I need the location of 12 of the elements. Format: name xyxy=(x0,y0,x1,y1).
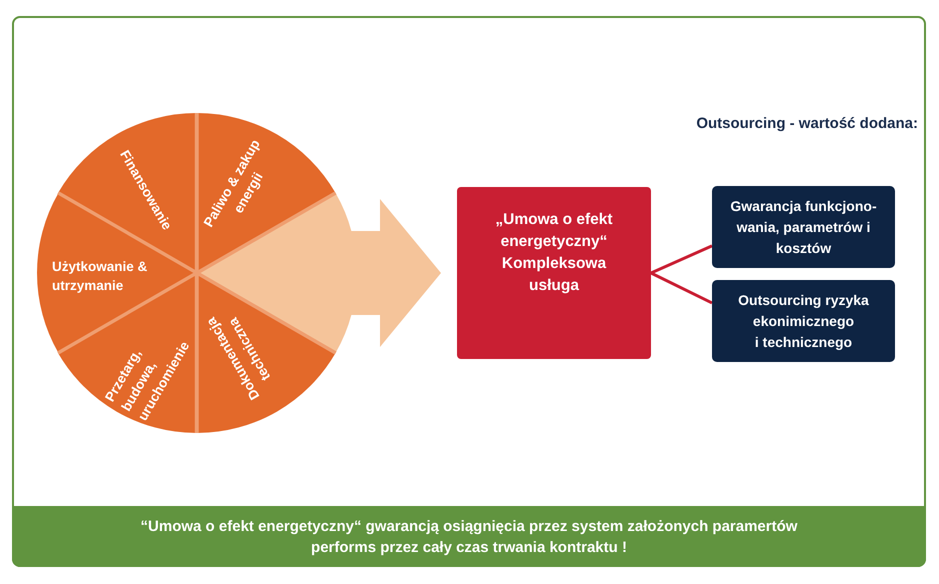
benefit-box xyxy=(712,186,895,268)
summary-banner xyxy=(12,506,926,567)
slice-label: Użytkowanie & utrzymanie xyxy=(52,258,148,295)
benefit-text: Outsourcing ryzyka ekonimicznego i technicznego xyxy=(737,290,870,352)
service-text: „Umowa o efekt energetyczny“ Kompleksowa usługa xyxy=(494,210,614,296)
service-box xyxy=(457,187,651,359)
section-heading: Outsourcing - wartość dodana: xyxy=(696,114,918,134)
connector-line xyxy=(650,244,713,274)
connector-line xyxy=(650,272,713,304)
benefit-box xyxy=(712,280,895,362)
benefit-text: Gwarancja funkcjono- wania, parametrów i kosztów xyxy=(729,196,878,258)
banner-text: “Umowa o efekt energetyczny“ gwarancją osiągnięcia przez system założonych paramertów performs przez cały czas trwania kontraktu ! xyxy=(140,516,798,558)
